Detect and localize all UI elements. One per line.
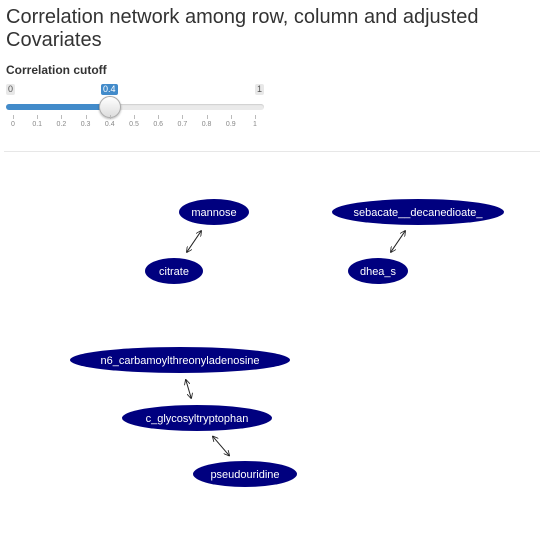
edge-sebacate-dhea_s [391, 231, 406, 252]
node-ellipse [332, 199, 504, 225]
slider-tick [182, 115, 184, 119]
divider [4, 151, 540, 152]
slider-tick [37, 115, 39, 119]
node-mannose[interactable]: mannose [179, 199, 249, 225]
slider-tick-label: 0 [11, 121, 15, 128]
node-label: citrate [159, 266, 189, 278]
slider-value-label: 0.4 [101, 84, 118, 95]
slider-tick [13, 115, 14, 119]
slider-tick [61, 115, 63, 119]
slider-tick-label: 0.2 [56, 121, 67, 128]
slider-min-label: 0 [6, 84, 16, 95]
correlation-cutoff-slider[interactable] [6, 104, 264, 110]
slider-tick [158, 115, 160, 119]
node-label: sebacate__decanedioate_ [353, 207, 483, 219]
slider-tick-label: 0.6 [153, 121, 164, 128]
edge-mannose-citrate [187, 231, 202, 252]
slider-tick-label: 0.9 [225, 121, 236, 128]
node-label: pseudouridine [210, 469, 279, 481]
slider-tick [109, 115, 111, 119]
slider-tick [230, 115, 232, 119]
slider-tick-label: 0.1 [32, 121, 43, 128]
page-title: Correlation network among row, column an… [6, 6, 479, 51]
node-label: n6_carbamoylthreonyladenosine [101, 355, 260, 367]
node-label: mannose [191, 207, 236, 219]
node-ellipse [179, 199, 249, 225]
node-ellipse [145, 258, 203, 284]
node-label: c_glycosyltryptophan [146, 413, 249, 425]
slider-tick-label: 1 [253, 121, 257, 128]
correlation-cutoff-label: Correlation cutoff [6, 63, 107, 77]
slider-fill [6, 104, 110, 110]
slider-tick-label: 0.4 [104, 121, 115, 128]
slider-tick [134, 115, 135, 119]
node-ellipse [193, 461, 297, 487]
slider-tick [255, 115, 256, 119]
slider-tick-label: 0.7 [177, 121, 188, 128]
node-ellipse [70, 347, 290, 373]
edge-n6-c_gly [186, 380, 191, 399]
edge-c_gly-pseudo [213, 436, 230, 455]
node-c_gly[interactable]: c_glycosyltryptophan [122, 405, 272, 431]
node-pseudo[interactable]: pseudouridine [193, 461, 297, 487]
node-ellipse [122, 405, 272, 431]
node-dhea_s[interactable]: dhea_s [348, 258, 408, 284]
node-ellipse [348, 258, 408, 284]
slider-tick-label: 0.5 [129, 121, 139, 128]
slider-max-label: 1 [255, 84, 265, 95]
slider-tick-label: 0.8 [201, 121, 212, 128]
node-n6[interactable]: n6_carbamoylthreonyladenosine [70, 347, 290, 373]
node-label: dhea_s [360, 266, 397, 278]
node-sebacate[interactable]: sebacate__decanedioate_ [332, 199, 504, 225]
node-citrate[interactable]: citrate [145, 258, 203, 284]
slider-tick [85, 115, 87, 119]
slider-tick-label: 0.3 [80, 121, 91, 128]
slider-tick [206, 115, 208, 119]
